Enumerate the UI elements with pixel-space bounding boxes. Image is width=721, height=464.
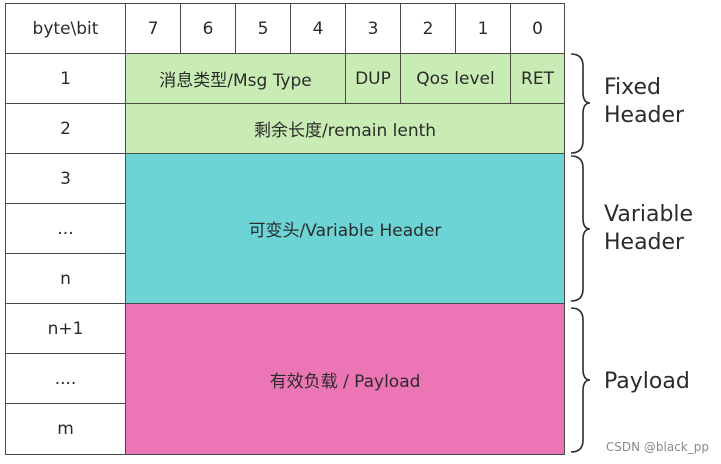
byte-label-n: n (5, 253, 126, 304)
fixed-header-label: Fixed Header (604, 74, 684, 130)
variable-header-label-line-2: Header (604, 230, 685, 255)
qos-level-field: Qos level (400, 53, 511, 104)
payload-brace (570, 307, 591, 453)
remaining-length-field: 剩余长度/remain lenth (125, 103, 565, 154)
payload-field: 有效负载 / Payload (125, 303, 565, 455)
watermark: CSDN @black_pp (605, 440, 709, 454)
byte-label-2: 2 (5, 103, 126, 154)
payload-label: Payload (604, 368, 690, 396)
payload-label-line-1: Payload (604, 369, 690, 394)
ret-field: RET (510, 53, 565, 104)
variable-header-label: Variable Header (604, 201, 693, 257)
dup-field: DUP (345, 53, 401, 104)
fixed-header-label-line-2: Header (604, 103, 685, 128)
msg-type-field: 消息类型/Msg Type (125, 53, 346, 104)
variable-header-brace (570, 155, 591, 302)
fixed-header-brace (570, 53, 591, 154)
bit-3-header: 3 (345, 3, 401, 54)
bit-2-header: 2 (400, 3, 456, 54)
byte-label-n-plus-1: n+1 (5, 303, 126, 354)
corner-header: byte\bit (5, 3, 126, 54)
bit-0-header: 0 (510, 3, 565, 54)
fixed-header-label-line-1: Fixed (604, 75, 662, 100)
variable-header-label-line-1: Variable (604, 202, 694, 227)
bit-5-header: 5 (235, 3, 291, 54)
